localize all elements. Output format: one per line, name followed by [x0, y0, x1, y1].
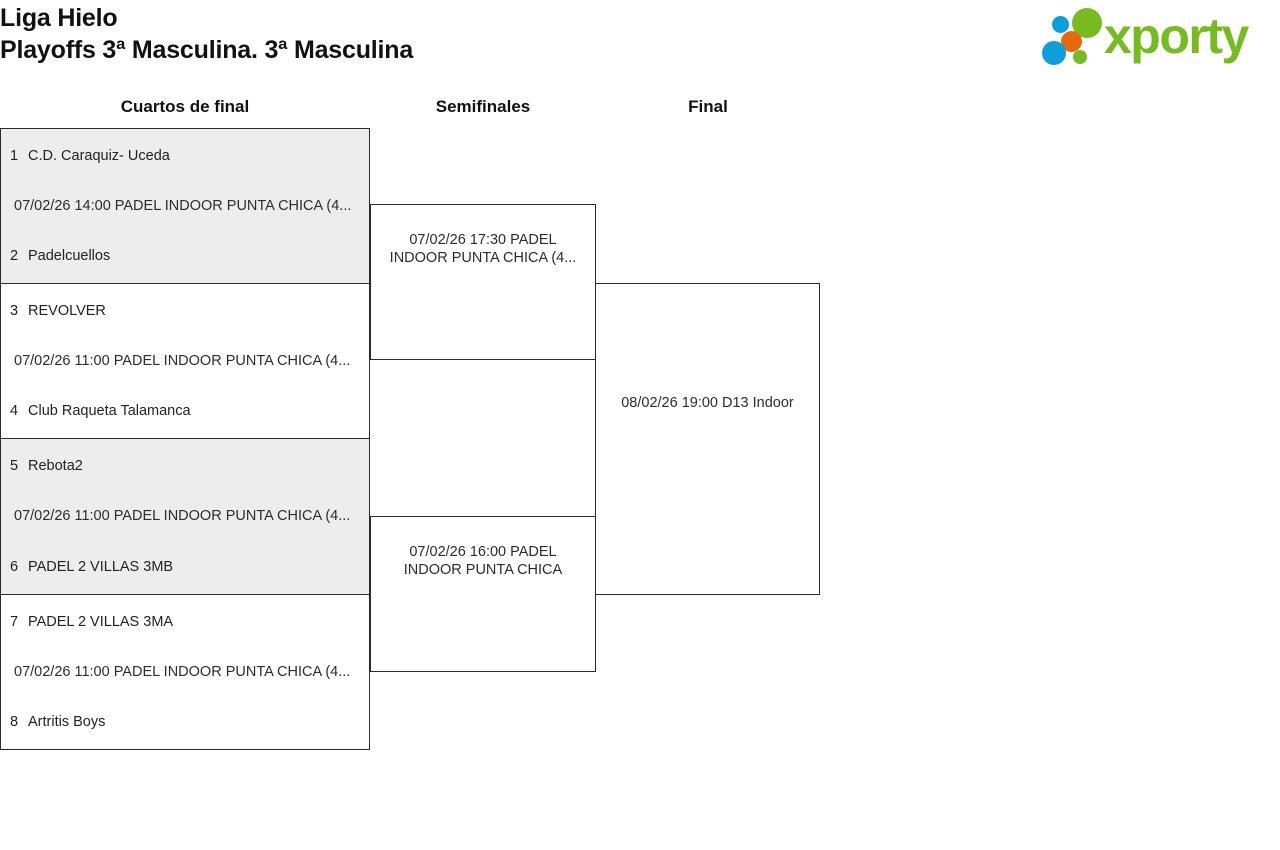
- round-header-semifinals: Semifinales: [435, 97, 531, 116]
- team-row-top[interactable]: 7 PADEL 2 VILLAS 3MA: [1, 613, 369, 631]
- team-name: PADEL 2 VILLAS 3MA: [28, 613, 174, 630]
- logo-dot-orange-icon: [1061, 31, 1082, 52]
- team-row-bottom[interactable]: 6 PADEL 2 VILLAS 3MB: [1, 558, 369, 576]
- bracket-tree: 1 C.D. Caraquiz- Uceda 07/02/26 14:00 PA…: [0, 128, 880, 768]
- match-info[interactable]: 07/02/26 14:00 PADEL INDOOR PUNTA CHICA …: [14, 197, 352, 214]
- logo-dot-green-small-icon: [1073, 50, 1087, 64]
- team-row-top[interactable]: 1 C.D. Caraquiz- Uceda: [1, 147, 369, 165]
- logo-dot-blue-large-icon: [1042, 41, 1066, 65]
- match-card-final[interactable]: 08/02/26 19:00 D13 Indoor: [595, 283, 820, 595]
- seed-number: 2: [10, 247, 19, 264]
- match-card-qf-4[interactable]: 7 PADEL 2 VILLAS 3MA 07/02/26 11:00 PADE…: [0, 594, 370, 750]
- match-card-qf-1[interactable]: 1 C.D. Caraquiz- Uceda 07/02/26 14:00 PA…: [0, 128, 370, 284]
- match-card-qf-2[interactable]: 3 REVOLVER 07/02/26 11:00 PADEL INDOOR P…: [0, 283, 370, 439]
- seed-number: 3: [10, 302, 19, 319]
- team-name: Rebota2: [28, 458, 83, 474]
- seed-number: 4: [10, 403, 19, 419]
- match-info[interactable]: 07/02/26 11:00 PADEL INDOOR PUNTA CHICA …: [14, 352, 351, 369]
- team-row-bottom[interactable]: 8 Artritis Boys: [1, 713, 369, 731]
- team-name: REVOLVER: [28, 302, 106, 319]
- logo-dot-blue-small-icon: [1052, 16, 1069, 33]
- match-info[interactable]: 07/02/26 17:30 PADEL INDOOR PUNTA CHICA …: [389, 232, 577, 266]
- round-header-quarterfinals: Cuartos de final: [120, 97, 250, 116]
- logo-dots-icon: [1042, 8, 1110, 66]
- match-card-qf-3[interactable]: 5 Rebota2 07/02/26 11:00 PADEL INDOOR PU…: [0, 439, 370, 595]
- competition-name: Liga Hielo: [0, 4, 118, 32]
- seed-number: 1: [10, 148, 19, 164]
- team-row-bottom[interactable]: 4 Club Raqueta Talamanca: [1, 402, 369, 420]
- xporty-logo[interactable]: xporty: [1042, 4, 1274, 70]
- team-name: Artritis Boys: [28, 714, 106, 730]
- round-header-final: Final: [688, 97, 728, 116]
- logo-wordmark: xporty: [1104, 8, 1249, 64]
- match-info[interactable]: 07/02/26 11:00 PADEL INDOOR PUNTA CHICA …: [14, 508, 351, 525]
- seed-number: 6: [10, 558, 19, 575]
- page-header: Liga Hielo Playoffs 3ª Masculina. 3ª Mas…: [0, 0, 1280, 76]
- quarterfinals-column: 1 C.D. Caraquiz- Uceda 07/02/26 14:00 PA…: [0, 128, 370, 750]
- seed-number: 5: [10, 458, 19, 474]
- match-card-sf-1[interactable]: 07/02/26 17:30 PADEL INDOOR PUNTA CHICA …: [370, 204, 596, 360]
- team-name: PADEL 2 VILLAS 3MB: [28, 558, 174, 575]
- team-name: C.D. Caraquiz- Uceda: [28, 148, 170, 164]
- match-card-sf-2[interactable]: 07/02/26 16:00 PADEL INDOOR PUNTA CHICA: [370, 516, 596, 672]
- match-info[interactable]: 07/02/26 16:00 PADEL INDOOR PUNTA CHICA: [403, 544, 563, 578]
- team-row-top[interactable]: 5 Rebota2: [1, 457, 369, 475]
- team-name: Club Raqueta Talamanca: [28, 403, 191, 419]
- match-info[interactable]: 08/02/26 19:00 D13 Indoor: [621, 395, 794, 411]
- team-row-bottom[interactable]: 2 Padelcuellos: [1, 247, 369, 265]
- phase-name: Playoffs 3ª Masculina. 3ª Masculina: [0, 36, 414, 64]
- seed-number: 8: [10, 714, 19, 730]
- page-title: Liga Hielo Playoffs 3ª Masculina. 3ª Mas…: [0, 2, 413, 66]
- team-name: Padelcuellos: [28, 247, 111, 264]
- team-row-top[interactable]: 3 REVOLVER: [1, 302, 369, 320]
- match-info[interactable]: 07/02/26 11:00 PADEL INDOOR PUNTA CHICA …: [14, 663, 351, 680]
- seed-number: 7: [10, 613, 19, 630]
